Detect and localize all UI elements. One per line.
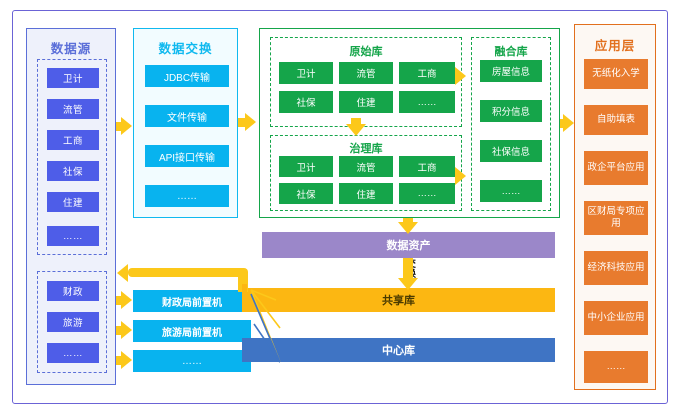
title-governance-database: 治理库 <box>349 143 383 155</box>
gov-item-liuguan[interactable]: 流管 <box>339 156 393 177</box>
source-item-shebao[interactable]: 社保 <box>47 161 99 181</box>
arrow-source-to-exchange <box>121 117 132 135</box>
data-source-group-2: 财政 旅游 …… <box>37 271 107 373</box>
app-item-paperless-enrollment[interactable]: 无纸化入学 <box>584 59 648 89</box>
raw-item-liuguan[interactable]: 流管 <box>339 62 393 84</box>
panel-database-layer: 原始库 卫计 流管 工商 社保 住建 …… 治理库 卫计 流管 工商 社保 住建… <box>259 28 560 218</box>
arrow-shaft-source-to-fe-2 <box>116 326 125 335</box>
bar-shared-database[interactable]: 共享库 <box>242 288 555 312</box>
panel-data-source: 数据源 卫计 流管 工商 社保 住建 …… 财政 旅游 …… <box>26 28 116 385</box>
arrow-raw-to-fusion <box>455 67 466 85</box>
source-item-weiji[interactable]: 卫计 <box>47 68 99 88</box>
arrow-source-to-frontend-2 <box>121 321 132 339</box>
gov-item-shebao[interactable]: 社保 <box>279 183 333 204</box>
gov-item-weiji[interactable]: 卫计 <box>279 156 333 177</box>
exchange-item-api[interactable]: API接口传输 <box>145 145 229 167</box>
arrow-asset-to-share <box>398 278 418 290</box>
connector-center-left-stub <box>242 338 247 348</box>
arrow-governance-to-fusion <box>455 167 466 185</box>
fusion-item-housing[interactable]: 房屋信息 <box>480 60 542 82</box>
group-raw-database: 原始库 卫计 流管 工商 社保 住建 …… <box>270 37 462 127</box>
frontend-to-database-connectors <box>250 289 281 363</box>
app-item-more[interactable]: …… <box>584 351 648 383</box>
frontend-machine-tourism[interactable]: 旅游局前置机 <box>133 320 251 342</box>
raw-item-shebao[interactable]: 社保 <box>279 91 333 113</box>
panel-data-exchange: 数据交换 JDBC传输 文件传输 API接口传输 …… <box>133 28 238 218</box>
source-item-more-2[interactable]: …… <box>47 343 99 363</box>
arrow-source-to-frontend-1 <box>121 291 132 309</box>
title-fusion-database: 融合库 <box>494 46 528 58</box>
group-governance-database: 治理库 卫计 流管 工商 社保 住建 …… <box>270 135 462 211</box>
arrow-shaft-source-to-exchange <box>116 122 124 131</box>
arrow-exchange-to-database <box>245 113 256 131</box>
raw-item-zhujian[interactable]: 住建 <box>339 91 393 113</box>
arrow-shaft-asset-to-share <box>403 258 413 280</box>
panel-title-application-layer: 应用层 <box>594 39 636 53</box>
source-item-caizheng[interactable]: 财政 <box>47 281 99 301</box>
fusion-item-more[interactable]: …… <box>480 180 542 202</box>
arrow-source-to-frontend-3 <box>121 351 132 369</box>
gov-item-zhujian[interactable]: 住建 <box>339 183 393 204</box>
gov-item-more[interactable]: …… <box>399 183 455 204</box>
exchange-item-jdbc[interactable]: JDBC传输 <box>145 65 229 87</box>
arrow-database-to-asset <box>398 222 418 234</box>
exchange-item-file[interactable]: 文件传输 <box>145 105 229 127</box>
app-item-district-finance[interactable]: 区财局专项应用 <box>584 201 648 235</box>
connector-share-left-stub <box>242 284 247 294</box>
arrow-shaft-raw-to-governance <box>351 118 361 126</box>
bar-data-asset[interactable]: 数据资产 <box>262 232 555 258</box>
arrow-share-to-source <box>117 264 128 282</box>
app-item-economy-tech[interactable]: 经济科技应用 <box>584 251 648 285</box>
arrow-shaft-share-return-horizontal <box>128 268 243 277</box>
source-item-liuguan[interactable]: 流管 <box>47 99 99 119</box>
fusion-item-points[interactable]: 积分信息 <box>480 100 542 122</box>
bar-central-database[interactable]: 中心库 <box>242 338 555 362</box>
gov-item-gongshang[interactable]: 工商 <box>399 156 455 177</box>
arrow-shaft-share-return-vertical <box>238 268 248 292</box>
raw-item-gongshang[interactable]: 工商 <box>399 62 455 84</box>
raw-item-weiji[interactable]: 卫计 <box>279 62 333 84</box>
panel-application-layer: 应用层 无纸化入学 自助填表 政企平台应用 区财局专项应用 经济科技应用 中小企… <box>574 24 656 390</box>
arrow-shaft-source-to-fe-1 <box>116 296 125 305</box>
arrow-shaft-exchange-to-database <box>238 118 247 127</box>
arrow-raw-to-governance <box>346 124 366 136</box>
source-item-more[interactable]: …… <box>47 226 99 246</box>
group-fusion-database: 融合库 房屋信息 积分信息 社保信息 …… <box>471 37 551 211</box>
source-item-zhujian[interactable]: 住建 <box>47 192 99 212</box>
arrow-database-to-application <box>563 114 574 132</box>
frontend-machine-finance[interactable]: 财政局前置机 <box>133 290 251 312</box>
raw-item-more[interactable]: …… <box>399 91 455 113</box>
fusion-item-social[interactable]: 社保信息 <box>480 140 542 162</box>
app-item-self-service-form[interactable]: 自助填表 <box>584 105 648 135</box>
panel-title-data-exchange: 数据交换 <box>158 42 213 56</box>
panel-title-data-source: 数据源 <box>50 42 92 56</box>
source-item-gongshang[interactable]: 工商 <box>47 130 99 150</box>
exchange-item-more[interactable]: …… <box>145 185 229 207</box>
source-item-lvyou[interactable]: 旅游 <box>47 312 99 332</box>
app-item-sme[interactable]: 中小企业应用 <box>584 301 648 335</box>
arrow-shaft-source-to-fe-3 <box>116 356 125 365</box>
app-item-gov-enterprise[interactable]: 政企平台应用 <box>584 151 648 185</box>
frontend-machine-more[interactable]: …… <box>133 350 251 372</box>
data-source-group-1: 卫计 流管 工商 社保 住建 …… <box>37 59 107 255</box>
title-raw-database: 原始库 <box>349 46 383 58</box>
